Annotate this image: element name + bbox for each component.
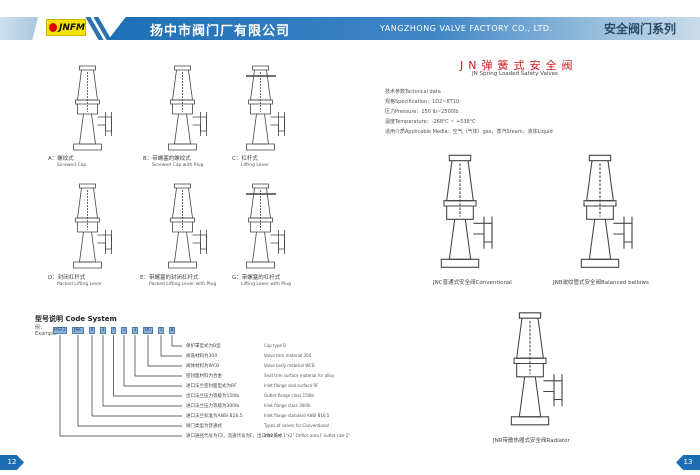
code-row-en: Inlet size 1"x2" Orifice area F outlet s… [264,433,351,438]
code-row-en: Inlet flange seal surface RF [264,383,319,388]
code-segment: 1 [121,327,127,334]
code-row-cn: 阀盖材料为304 [186,354,218,359]
code-row-en: Inlet flange standard ANSI B16.5 [264,413,330,418]
leader-line [160,335,182,357]
leader-line [134,335,182,377]
code-system-title: 型号说明 Code System [35,315,117,323]
valve-drawing-g [246,180,293,270]
code-row-en: Seat trim surface material for alloy [264,373,335,378]
code-segment: 3 [132,327,138,334]
example-label: 例：Example [35,325,57,337]
brand-name: JNFM [59,22,85,33]
code-row-en: Valve body material WCB [264,363,315,368]
valve-drawing-c [246,62,293,152]
bellows-valve-drawing [560,145,640,275]
code-row-en: Valve trim material 304 [264,353,312,358]
code-segment: 1 [158,327,164,334]
code-row-cn: 进口法兰密封面型式为RF [186,384,237,389]
code-segment: HSF2 [53,327,67,334]
code-segment: JNC [72,327,84,334]
leader-line [113,335,182,397]
code-row-cn: 进口法兰压力等级为300lb [186,404,240,409]
company-name-en: YANGZHONG VALVE FACTORY CO., LTD. [380,24,553,33]
code-row-cn: 进口通径代号为F2，流道代号为F，出口为2英寸 [186,434,283,439]
leader-line [91,335,182,417]
conventional-valve-drawing [420,145,500,275]
leader-line [123,335,182,387]
leader-line [102,335,182,407]
code-row-cn: 密封面材料为合金 [186,374,222,379]
code-segment: I [111,327,116,334]
code-segment: 4 [89,327,95,334]
code-row-en: Outlet flange class 150lb [264,393,314,398]
brand-logo: JNFM [46,19,86,36]
company-name-cn: 扬中市阀门厂有限公司 [150,24,291,39]
radiator-valve-drawing [490,300,570,435]
product-subtitle: JN Spring Loaded Safety Valves [472,71,558,77]
series-title: 安全阀门系列 [604,22,677,36]
leader-line [77,335,182,427]
code-segment: DC [143,327,153,334]
drawing-caption-conventional: JNC普通式安全阀Conventional [433,280,512,286]
code-row-cn: 出口法兰压力等级为150lb [186,394,240,399]
leader-line [59,335,182,437]
drawing-caption-radiator: JNR带散热器式安全阀Radiator [493,438,570,444]
logo-mark-icon [49,23,57,32]
header-band [108,17,700,40]
leader-line [171,335,182,347]
code-segment: B [169,327,175,334]
code-row-en: Inlet flange class 300lb [264,403,311,408]
leader-line [147,335,182,367]
page-number-right: 13 [676,455,700,470]
code-row-en: Cap type B [264,343,287,348]
drawing-caption-bellows: JNB波纹管式安全阀Balanced bellows [553,280,649,286]
code-row-cn: 进口法兰标准为ANSI B16.5 [186,414,243,419]
code-row-cn: 阀门类型为普通式 [186,424,222,429]
code-row-cn: 保护罩型式为B型 [186,344,221,349]
header-accent [0,17,38,40]
code-segment: 3 [100,327,106,334]
page-number-left: 12 [0,455,24,470]
product-title: JN弹簧式安全阀 [460,59,578,72]
code-row-en: Types of valves for Conventional [264,423,329,428]
code-row-cn: 阀体材料为WCB [186,364,220,369]
